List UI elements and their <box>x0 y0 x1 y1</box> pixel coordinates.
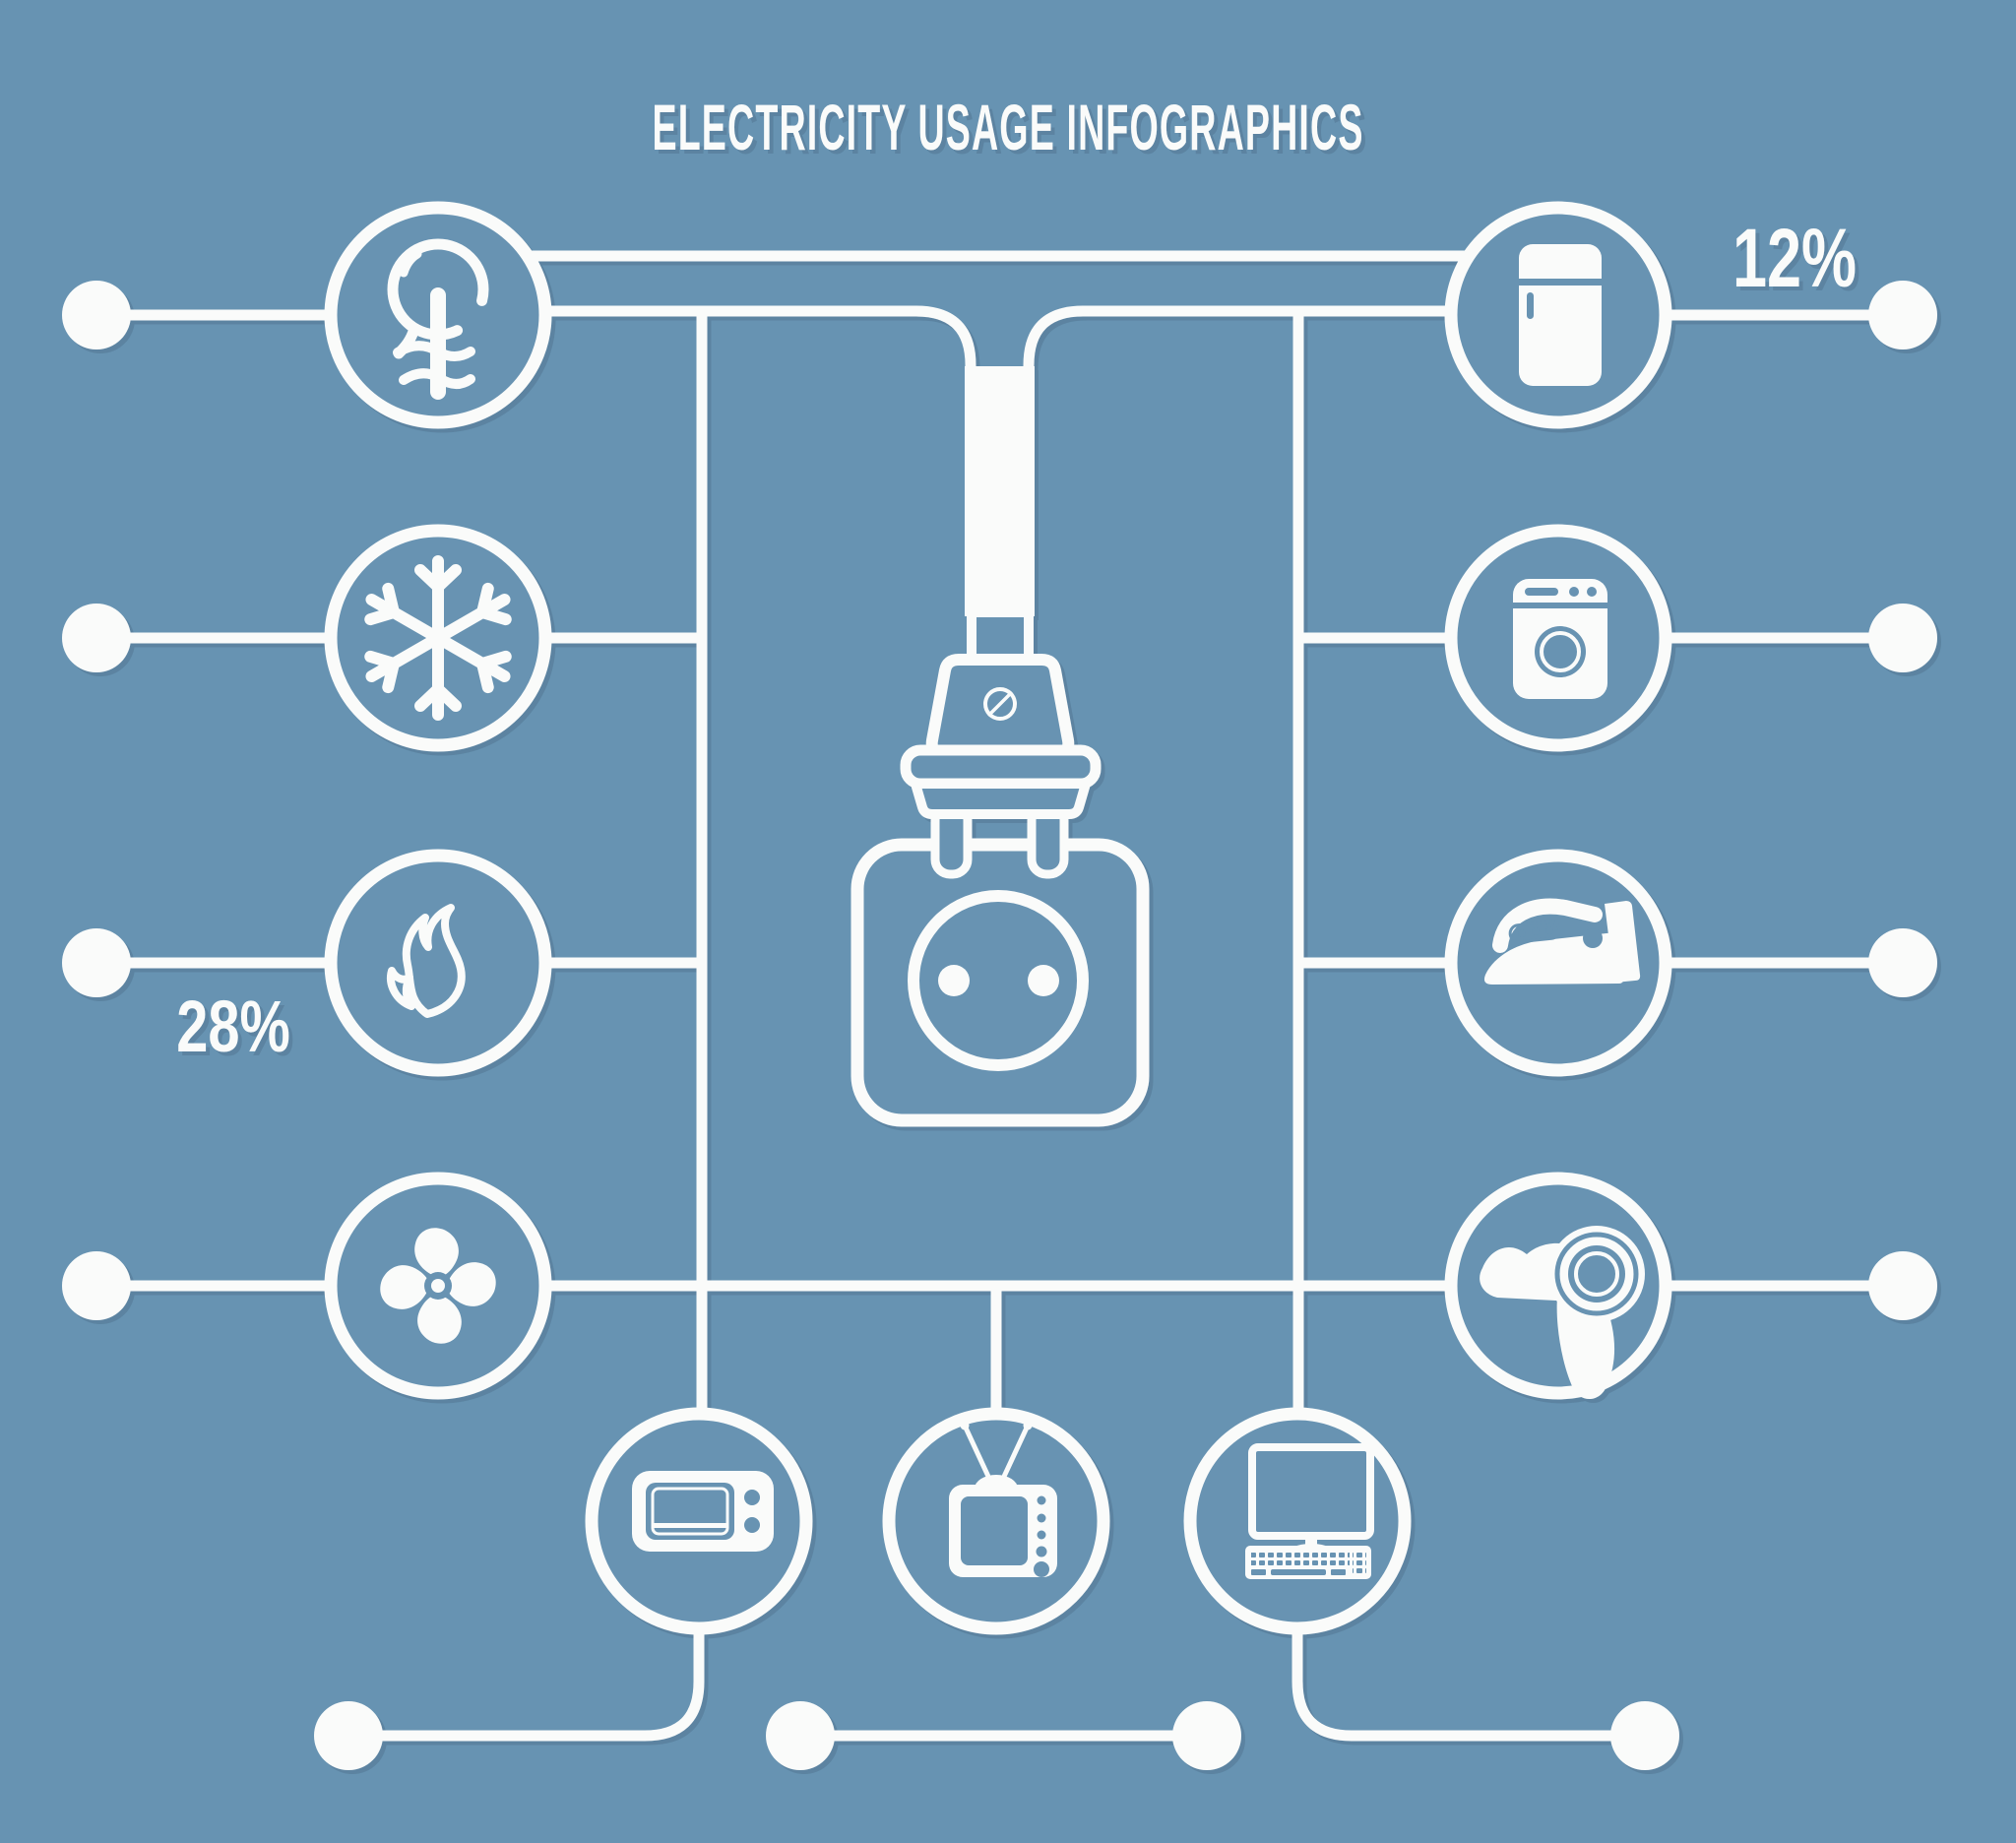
endpoint-dot <box>1868 928 1937 997</box>
microwave-icon <box>632 1471 774 1552</box>
fan-icon <box>380 1228 496 1344</box>
socket-hole-right <box>1028 965 1059 996</box>
computer-icon <box>1245 1443 1374 1579</box>
endpoint-dot <box>1868 604 1937 672</box>
power-socket <box>850 838 1150 1127</box>
socket-well <box>908 890 1089 1071</box>
plug-screw-slot <box>986 690 1014 718</box>
endpoint-dot <box>62 604 131 672</box>
hair-dryer-icon <box>1480 1226 1645 1400</box>
plug-flange-top <box>900 744 1102 790</box>
light-bulb-icon <box>387 238 489 400</box>
refrigerator-node <box>1444 201 1672 429</box>
washing-machine-node <box>1444 524 1672 752</box>
line-bulb-to-cable <box>438 305 976 372</box>
endpoint-dot <box>766 1701 835 1770</box>
line-computer-to-dot <box>1292 1521 1645 1742</box>
line-microwave-to-dot <box>348 1521 705 1742</box>
plug-screw <box>983 687 1017 721</box>
page-title: ELECTRICITY USAGE INFOGRAPHICS <box>652 92 1363 164</box>
microwave-node <box>585 1407 813 1635</box>
endpoint-dot <box>1610 1701 1679 1770</box>
socket-hole-left <box>938 965 970 996</box>
endpoint-dot <box>1868 281 1937 350</box>
flame-icon <box>387 904 466 1018</box>
monitor <box>1248 1443 1374 1540</box>
endpoint-dot <box>62 1251 131 1320</box>
endpoint-dots <box>62 281 1937 1770</box>
hair-dryer-node <box>1444 1172 1672 1400</box>
node-ring <box>324 849 552 1077</box>
fan-node <box>324 1172 552 1400</box>
flame-node <box>324 849 552 1077</box>
iron-node <box>1444 849 1672 1077</box>
endpoint-dot <box>1868 1251 1937 1320</box>
computer-node <box>1183 1407 1412 1635</box>
plug-neck <box>967 607 1034 665</box>
endpoint-dot <box>314 1701 383 1770</box>
refrigerator-icon <box>1519 244 1602 386</box>
plug-flange-bottom <box>909 779 1093 819</box>
light-bulb-node <box>324 201 552 429</box>
plug-cable <box>965 366 1035 616</box>
tv-icon <box>949 1421 1057 1577</box>
line-cable-to-fridge <box>1023 305 1558 372</box>
endpoint-dot <box>62 928 131 997</box>
iron-icon <box>1483 898 1641 985</box>
power-plug <box>900 607 1102 879</box>
heating-percentage-label: 28% <box>176 986 290 1068</box>
snowflake-node <box>324 524 552 752</box>
washing-machine-icon <box>1513 579 1607 699</box>
socket-plate <box>850 838 1150 1127</box>
tv-node <box>882 1407 1110 1635</box>
endpoint-dot <box>62 281 131 350</box>
refrigerator-percentage-label: 12% <box>1732 212 1857 304</box>
endpoint-dot <box>1172 1701 1241 1770</box>
